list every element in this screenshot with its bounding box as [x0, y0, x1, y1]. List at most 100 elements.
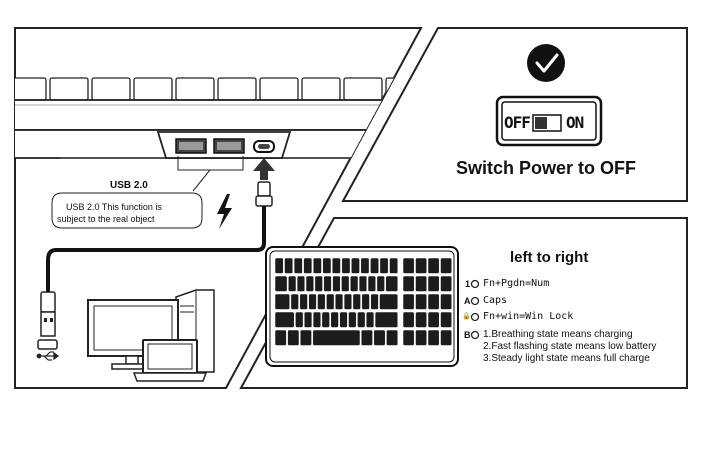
keyboard-key	[305, 275, 314, 292]
keyboard-key	[386, 329, 399, 346]
keyboard-key	[296, 275, 306, 292]
keyboard-key	[358, 275, 368, 292]
indicator-winlock	[470, 312, 480, 322]
numpad-key	[402, 257, 415, 274]
keyboard-key	[379, 293, 399, 310]
numpad-key	[427, 275, 440, 292]
numpad-key	[427, 329, 440, 346]
indicator-winlock-text: Fn+win=Win Lock	[483, 311, 574, 322]
usb-a-plug	[40, 291, 56, 313]
keyboard-key	[376, 275, 385, 292]
numpad-key	[402, 311, 415, 328]
keyboard-key	[287, 329, 300, 346]
keyboard-key	[312, 329, 361, 346]
numpad-key	[402, 275, 415, 292]
keyboard-key	[331, 257, 341, 274]
keyboard-key	[365, 311, 375, 328]
desktop-monitor	[87, 299, 179, 370]
keyboard-key	[288, 275, 297, 292]
numpad-key	[415, 257, 427, 274]
keyboard-key	[308, 293, 317, 310]
checkmark-icon	[527, 44, 565, 82]
keyboard-key	[332, 275, 341, 292]
keyboard-key	[274, 293, 290, 310]
lightning-icon	[217, 194, 232, 229]
keyboard-key	[299, 329, 312, 346]
numpad-key	[415, 329, 427, 346]
usb-bracket	[177, 156, 244, 171]
keyboard-key	[341, 257, 351, 274]
insert-arrow	[253, 158, 275, 180]
keyboard-key	[330, 311, 339, 328]
keyboard-key	[317, 293, 326, 310]
keyboard-key	[334, 293, 344, 310]
keyboard-key	[379, 257, 389, 274]
keyboard-key	[339, 311, 348, 328]
numpad-key	[402, 293, 415, 310]
keyboard-key	[303, 257, 313, 274]
numpad-key	[440, 311, 452, 328]
indicator-caps-text: Caps	[483, 295, 508, 306]
keyboard-key	[284, 257, 294, 274]
indicator-battery	[470, 330, 480, 340]
keyboard-key	[385, 275, 399, 292]
numpad-key	[440, 293, 452, 310]
numpad-key	[427, 257, 440, 274]
indicator-caps	[470, 296, 480, 306]
keyboard-key	[293, 257, 303, 274]
keyboard-key	[321, 311, 330, 328]
switch-on-label: ON	[566, 113, 584, 132]
keyboard-key	[274, 257, 284, 274]
usb-icon	[36, 351, 59, 361]
keyboard-key	[370, 293, 379, 310]
keyboard-key	[295, 311, 304, 328]
keyboard-key	[326, 293, 335, 310]
keyboard-keys-row	[15, 77, 421, 101]
lock-icon: 🔒	[462, 313, 471, 320]
keyboard-key	[290, 293, 299, 310]
numpad-key	[415, 275, 427, 292]
keyboard-key	[373, 329, 386, 346]
keyboard-key	[360, 257, 370, 274]
numpad-key	[440, 275, 452, 292]
keyboard-key	[350, 275, 359, 292]
keyboard-key	[322, 257, 332, 274]
usb-callout	[51, 192, 203, 229]
keyboard-body	[15, 99, 416, 131]
numpad-key	[427, 311, 440, 328]
numpad-key	[415, 293, 427, 310]
keyboard-illustration	[265, 246, 459, 367]
keyboard-key	[312, 257, 322, 274]
switch-knob	[535, 117, 547, 129]
usb-note-line2: subject to the real object	[57, 214, 155, 224]
indicator-1-id: 1	[465, 279, 471, 289]
laptop	[132, 339, 208, 382]
usb-title: USB 2.0	[110, 180, 148, 191]
keyboard-key	[303, 311, 313, 328]
usb-c-plug	[257, 181, 271, 197]
keyboard-key	[351, 257, 360, 274]
switch-caption: Switch Power to OFF	[456, 158, 637, 178]
keyboard-key	[299, 293, 308, 310]
keyboard-key	[374, 311, 399, 328]
keyboard-key	[323, 275, 332, 292]
numpad-key	[440, 257, 452, 274]
keyboard-key	[343, 293, 353, 310]
battery-state-line2: 2.Fast flashing state means low battery	[483, 341, 657, 352]
indicator-1-text: Fn+Pgdn=Num	[483, 278, 550, 289]
keyboard-key	[341, 275, 350, 292]
keyboard-key	[348, 311, 357, 328]
keyboard-key	[312, 311, 322, 328]
keyboard-key	[361, 293, 370, 310]
keyboard-key	[274, 311, 295, 328]
keyboard-key	[314, 275, 323, 292]
keyboard-key	[357, 311, 366, 328]
battery-state-line3: 3.Steady light state means full charge	[483, 353, 650, 364]
battery-state-line1: 1.Breathing state means charging	[483, 329, 633, 340]
power-switch	[495, 95, 603, 147]
keyboard-key	[367, 275, 376, 292]
numpad-key	[415, 311, 427, 328]
keyboard-key	[389, 257, 399, 274]
keyboard-key	[274, 329, 287, 346]
